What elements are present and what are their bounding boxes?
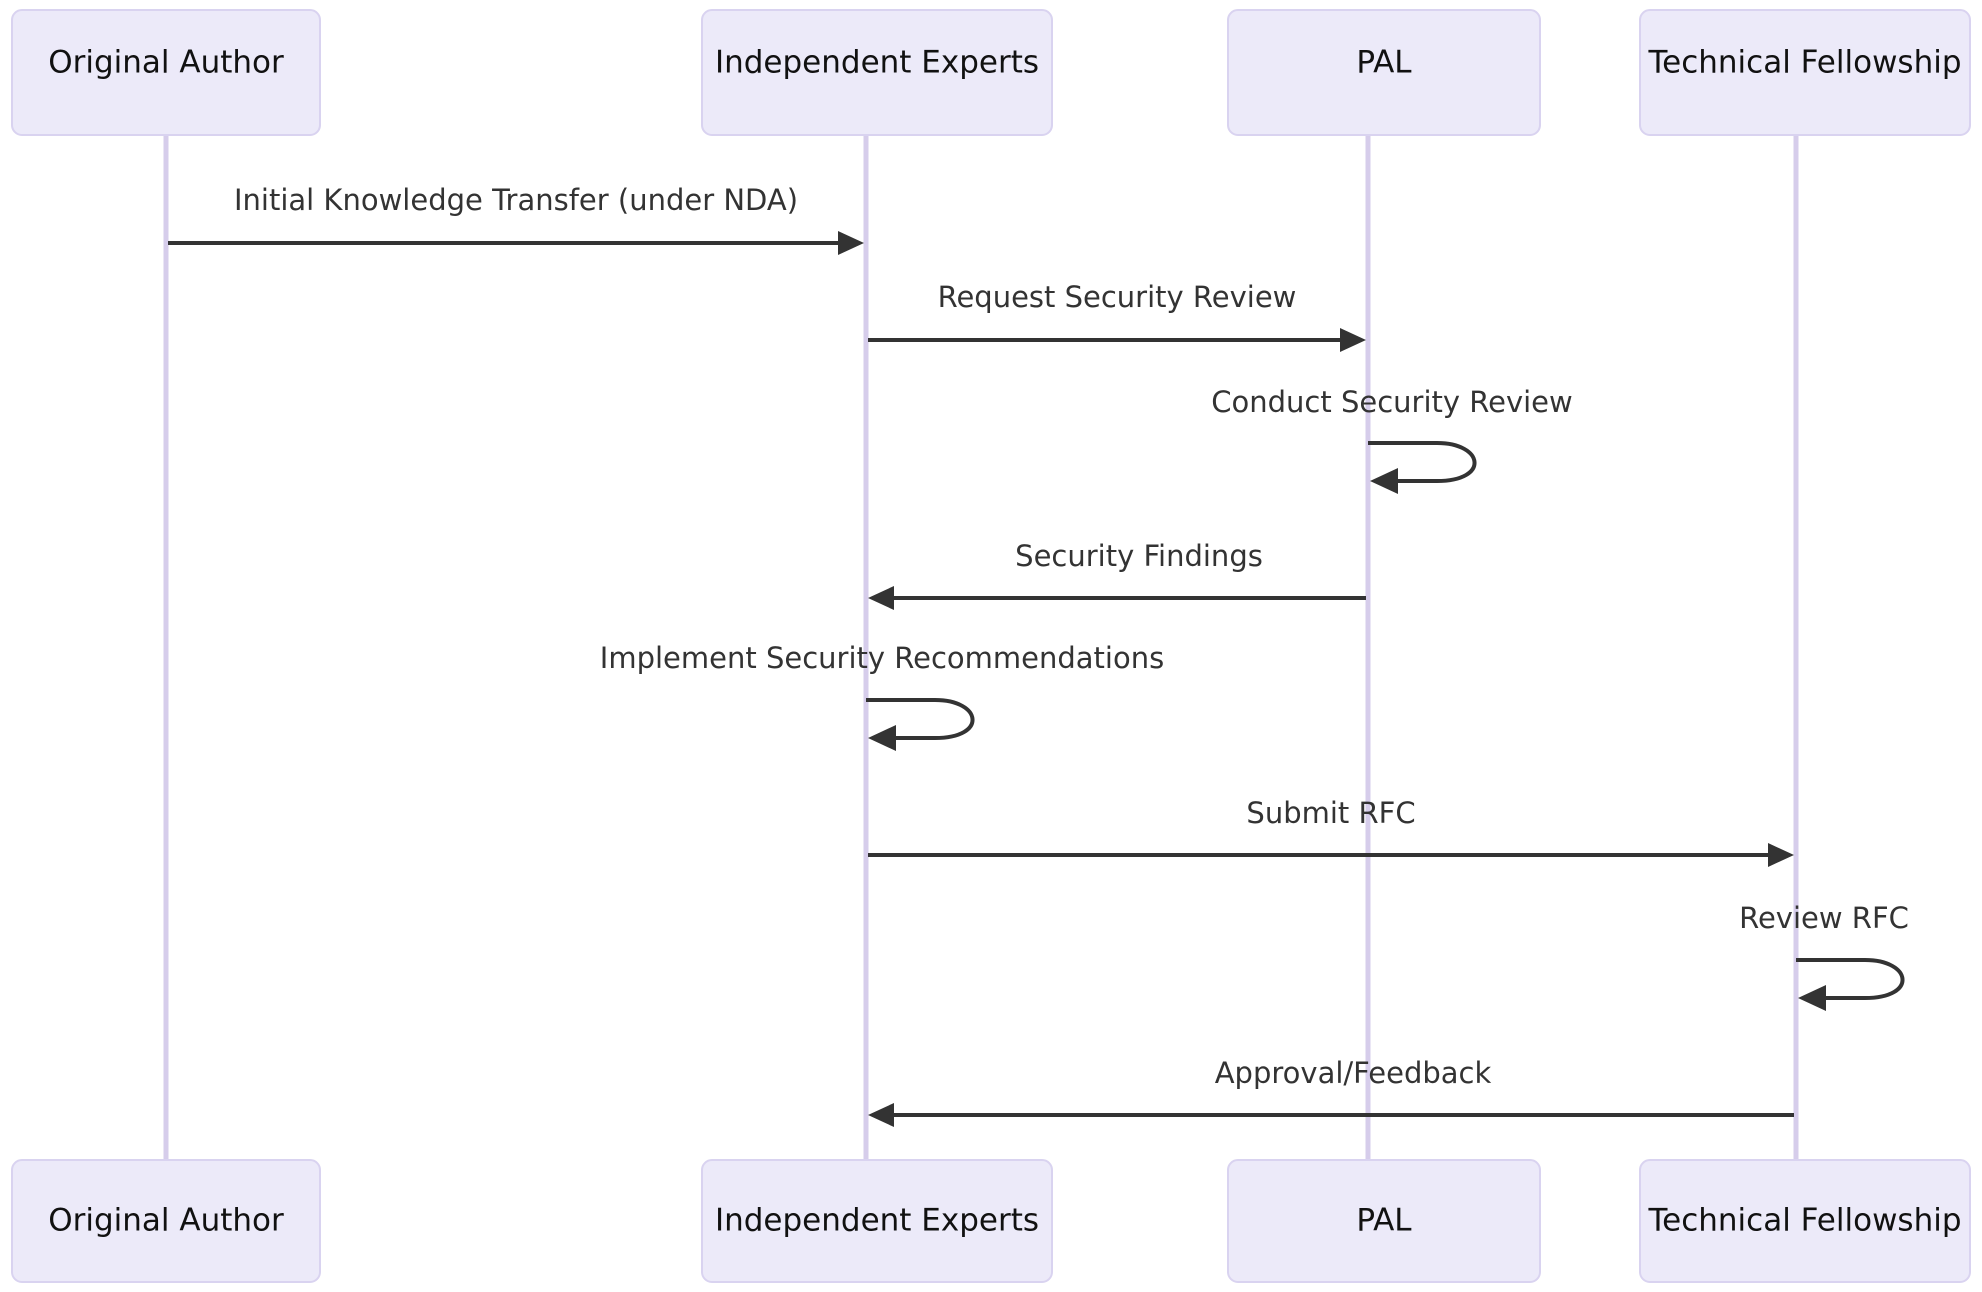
actor-top-original-author[interactable]: Original Author <box>11 9 321 136</box>
message-label: Request Security Review <box>938 280 1297 314</box>
arrowhead-right-icon <box>1340 328 1366 352</box>
bottom-actor-boxes: Original Author Independent Experts PAL … <box>11 1159 1971 1283</box>
actor-top-pal[interactable]: PAL <box>1227 9 1541 136</box>
message-7-review-rfc[interactable]: Review RFC <box>1739 901 1909 1011</box>
arrowhead-left-icon <box>868 586 894 610</box>
message-self-loop-path[interactable] <box>1368 441 1477 483</box>
actor-box-shape[interactable] <box>701 1159 1053 1283</box>
message-3-conduct-security-review[interactable]: Conduct Security Review <box>1211 385 1573 494</box>
actor-box-shape[interactable] <box>1227 9 1541 136</box>
actor-top-technical-fellowship[interactable]: Technical Fellowship <box>1639 9 1971 136</box>
top-actor-boxes: Original Author Independent Experts PAL … <box>11 9 1971 136</box>
actor-bottom-independent-experts[interactable]: Independent Experts <box>701 1159 1053 1283</box>
actor-bottom-label-original-author: Original Author <box>48 1203 284 1239</box>
message-4-security-findings[interactable]: Security Findings <box>868 539 1366 610</box>
actor-bottom-technical-fellowship[interactable]: Technical Fellowship <box>1639 1159 1971 1283</box>
actor-top-independent-experts[interactable]: Independent Experts <box>701 9 1053 136</box>
arrowhead-right-icon <box>1768 843 1794 867</box>
lifelines-layer <box>163 135 1799 1160</box>
message-self-loop-path[interactable] <box>1796 958 1905 1000</box>
arrowhead-left-icon <box>1370 468 1398 494</box>
message-label: Conduct Security Review <box>1211 385 1572 419</box>
message-2-request-security-review[interactable]: Request Security Review <box>868 280 1366 352</box>
actor-box-shape[interactable] <box>11 9 321 136</box>
arrowhead-left-icon <box>868 725 896 751</box>
message-label: Submit RFC <box>1246 796 1415 830</box>
message-8-approval-feedback[interactable]: Approval/Feedback <box>868 1056 1794 1127</box>
actor-top-label-original-author: Original Author <box>48 45 284 81</box>
arrowhead-left-icon <box>868 1103 894 1127</box>
message-6-submit-rfc[interactable]: Submit RFC <box>868 796 1794 867</box>
message-1-initial-knowledge-transfer[interactable]: Initial Knowledge Transfer (under NDA) <box>168 183 864 255</box>
actor-top-label-pal: PAL <box>1356 45 1412 81</box>
message-self-loop-path[interactable] <box>866 698 975 740</box>
arrowhead-left-icon <box>1798 985 1826 1011</box>
actor-bottom-pal[interactable]: PAL <box>1227 1159 1541 1283</box>
message-label: Implement Security Recommendations <box>600 641 1164 675</box>
message-5-implement-security-recommendations[interactable]: Implement Security Recommendations <box>600 641 1164 751</box>
message-label: Approval/Feedback <box>1215 1056 1492 1090</box>
actor-box-shape[interactable] <box>1639 9 1971 136</box>
actor-bottom-original-author[interactable]: Original Author <box>11 1159 321 1283</box>
actor-box-shape[interactable] <box>11 1159 321 1283</box>
arrowhead-right-icon <box>838 231 864 255</box>
actor-bottom-label-independent-experts: Independent Experts <box>715 1203 1039 1239</box>
actor-top-label-independent-experts: Independent Experts <box>715 45 1039 81</box>
message-label: Review RFC <box>1739 901 1909 935</box>
message-label: Security Findings <box>1015 539 1263 573</box>
actor-box-shape[interactable] <box>1639 1159 1971 1283</box>
actor-top-label-technical-fellowship: Technical Fellowship <box>1647 45 1961 81</box>
actor-bottom-label-technical-fellowship: Technical Fellowship <box>1647 1203 1961 1239</box>
message-label: Initial Knowledge Transfer (under NDA) <box>234 183 798 217</box>
actor-bottom-label-pal: PAL <box>1356 1203 1412 1239</box>
actor-box-shape[interactable] <box>1227 1159 1541 1283</box>
actor-box-shape[interactable] <box>701 9 1053 136</box>
